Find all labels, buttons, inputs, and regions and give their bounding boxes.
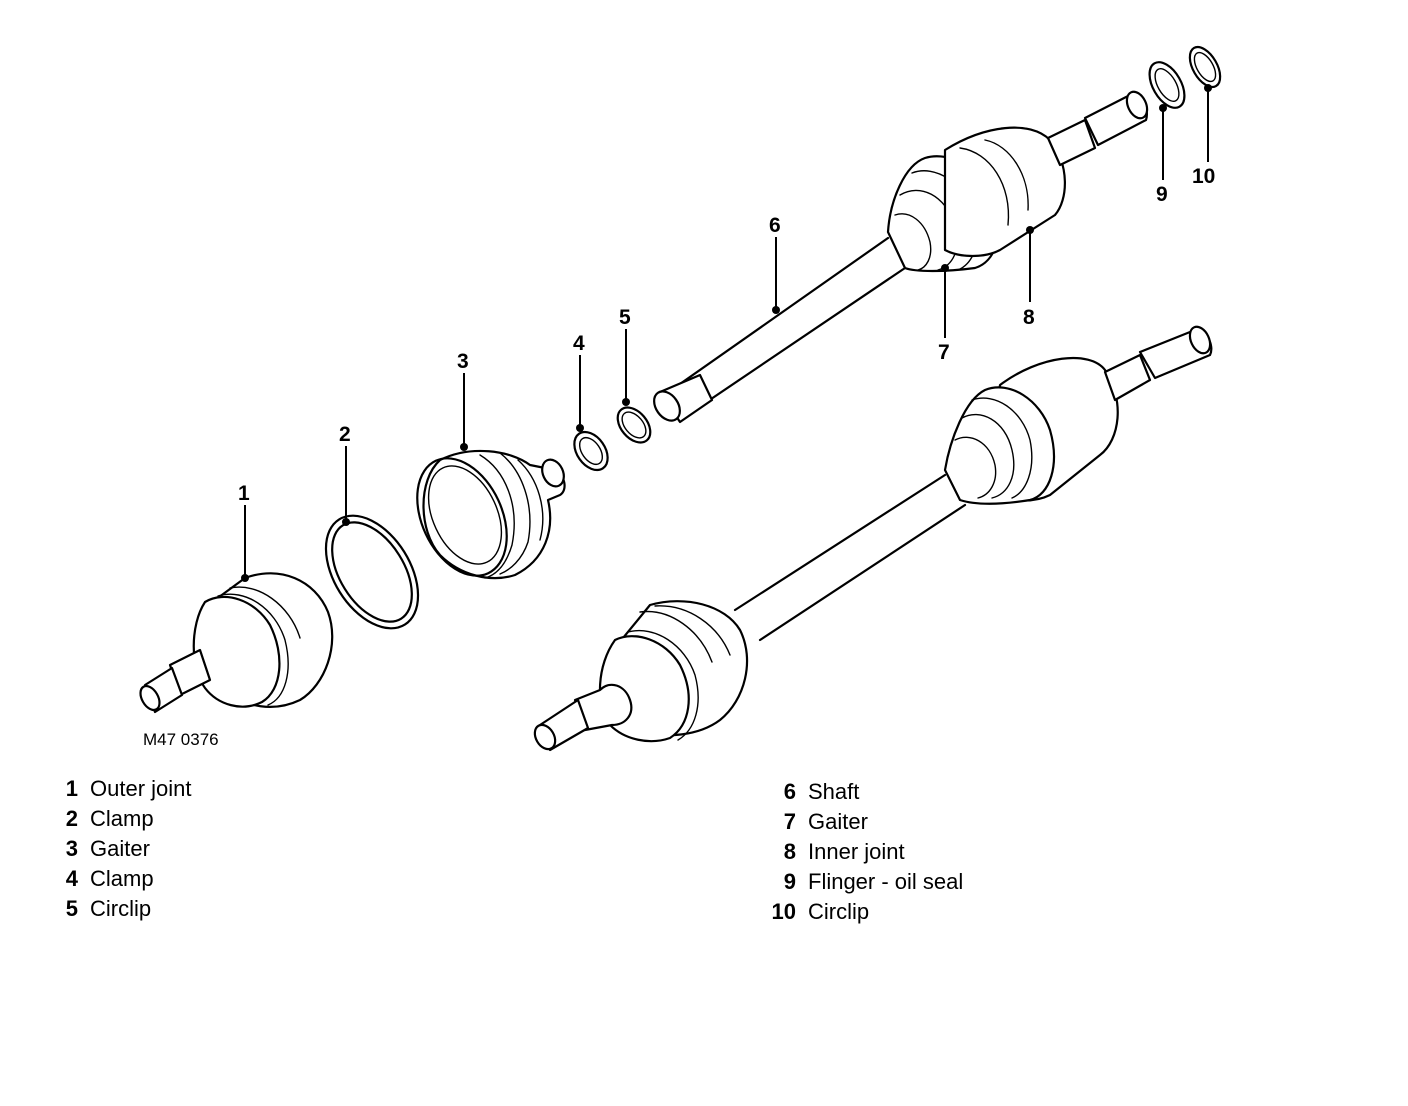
shaft-with-inner-joint-part <box>653 90 1149 424</box>
circlip-outer-part <box>616 406 652 444</box>
callout-label: 4 <box>573 332 585 355</box>
legend-label: Gaiter <box>808 809 868 834</box>
assembled-drive-shaft <box>533 325 1213 752</box>
callout-label: 10 <box>1192 165 1215 188</box>
legend-item: 6 Shaft <box>760 777 963 807</box>
callout-10: 10 <box>1192 84 1215 188</box>
callout-label: 7 <box>938 341 950 364</box>
legend-item: 8 Inner joint <box>760 837 963 867</box>
legend-label: Circlip <box>808 899 870 924</box>
clamp-small-part <box>573 430 609 472</box>
callout-5: 5 <box>619 306 631 406</box>
callout-label: 5 <box>619 306 631 329</box>
legend-item: 1 Outer joint <box>56 774 192 804</box>
legend-item: 5 Circlip <box>56 894 192 924</box>
legend-label: Inner joint <box>808 839 905 864</box>
legend-item: 10 Circlip <box>760 897 963 927</box>
legend-right: 6 Shaft 7 Gaiter 8 Inner joint 9 Flinger… <box>760 777 964 927</box>
callout-1: 1 <box>238 482 250 582</box>
callout-label: 8 <box>1023 306 1035 329</box>
outer-joint-part <box>139 572 334 714</box>
callout-2: 2 <box>339 423 351 526</box>
legend-number: 10 <box>771 899 796 924</box>
legend-item: 2 Clamp <box>56 804 192 834</box>
legend-number: 1 <box>65 776 78 801</box>
callout-label: 6 <box>769 214 781 237</box>
callout-4: 4 <box>573 332 585 432</box>
legend-number: 4 <box>65 866 78 891</box>
outer-gaiter-part <box>416 449 566 580</box>
legend-item: 7 Gaiter <box>760 807 963 837</box>
circlip-inner-part <box>1188 45 1222 89</box>
callout-8: 8 <box>1023 226 1035 329</box>
legend-number: 8 <box>783 839 796 864</box>
callout-3: 3 <box>457 350 469 451</box>
legend-number: 2 <box>65 806 78 831</box>
callout-9: 9 <box>1156 104 1168 206</box>
legend-label: Outer joint <box>90 776 192 801</box>
legend-item: 4 Clamp <box>56 864 192 894</box>
callout-label: 3 <box>457 350 469 373</box>
legend-left: 1 Outer joint 2 Clamp 3 Gaiter 4 Clamp 5… <box>56 774 192 924</box>
figure-reference: M47 0376 <box>143 730 219 749</box>
callout-6: 6 <box>769 214 781 314</box>
clamp-ring-large-part <box>324 514 420 630</box>
legend-label: Circlip <box>90 896 152 921</box>
legend-item: 9 Flinger - oil seal <box>760 867 964 897</box>
legend-number: 5 <box>65 896 78 921</box>
callout-label: 9 <box>1156 183 1168 206</box>
legend-label: Clamp <box>90 806 154 831</box>
legend-item: 3 Gaiter <box>56 834 192 864</box>
legend-number: 9 <box>783 869 796 894</box>
legend-number: 3 <box>65 836 78 861</box>
flinger-oil-seal-part <box>1148 61 1186 109</box>
legend-number: 7 <box>783 809 796 834</box>
legend-label: Gaiter <box>90 836 150 861</box>
legend-number: 6 <box>783 779 796 804</box>
callout-label: 2 <box>339 423 351 446</box>
callout-label: 1 <box>238 482 250 505</box>
callout-7: 7 <box>938 264 950 364</box>
legend-label: Clamp <box>90 866 154 891</box>
legend-label: Shaft <box>808 779 860 804</box>
legend-label: Flinger - oil seal <box>808 869 964 894</box>
